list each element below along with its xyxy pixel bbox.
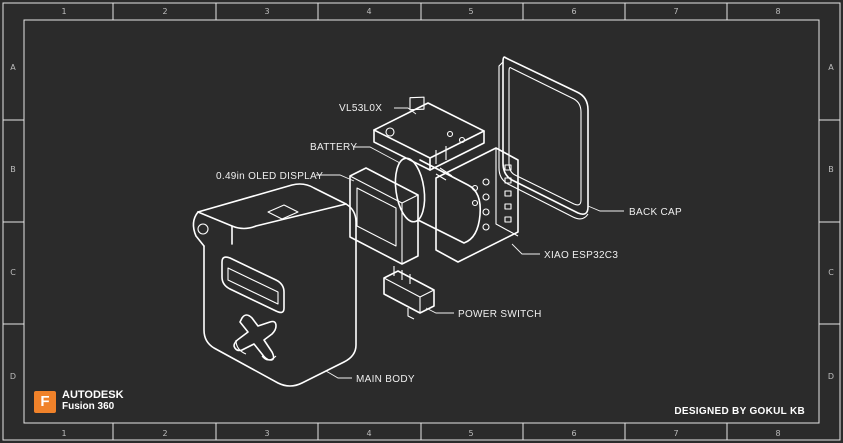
zone-row-b-right: B: [828, 165, 834, 174]
zone-row-a-left: A: [10, 63, 16, 72]
zone-col-8-top: 8: [775, 7, 780, 16]
zone-row-d-right: D: [828, 372, 834, 381]
zone-col-7-top: 7: [673, 7, 678, 16]
zone-col-4-top: 4: [366, 7, 371, 16]
zone-col-1-bottom: 1: [61, 429, 66, 438]
zone-col-2-top: 2: [162, 7, 167, 16]
leader-battery: [354, 146, 401, 164]
zone-col-3-bottom: 3: [264, 429, 269, 438]
label-xiao-esp32c3: XIAO ESP32C3: [544, 250, 618, 261]
zone-row-c-left: C: [10, 268, 16, 277]
label-oled-display: 0.49in OLED DISPLAY: [216, 171, 323, 182]
brand-product: Fusion 360: [62, 401, 115, 412]
oled-display-part: [349, 167, 419, 265]
label-back-cap: BACK CAP: [629, 207, 682, 218]
zone-ticks: [3, 3, 840, 440]
label-vl53l0x: VL53L0X: [339, 103, 382, 114]
zone-col-7-bottom: 7: [673, 429, 678, 438]
main-body-part: [192, 183, 357, 387]
leader-xiao: [511, 243, 540, 255]
zone-col-5-top: 5: [468, 7, 473, 16]
zone-col-1-top: 1: [61, 7, 66, 16]
designer-credit: DESIGNED BY GOKUL KB: [674, 406, 805, 417]
leader-main-body: [325, 370, 352, 379]
label-power-switch: POWER SWITCH: [458, 309, 542, 320]
label-main-body: MAIN BODY: [356, 374, 415, 385]
brand-name: AUTODESK: [62, 389, 124, 401]
zone-row-b-left: B: [10, 165, 16, 174]
zone-row-a-right: A: [828, 63, 834, 72]
label-battery: BATTERY: [310, 142, 357, 153]
leader-oled: [316, 174, 355, 182]
zone-col-3-top: 3: [264, 7, 269, 16]
autodesk-fusion-branding: F AUTODESK Fusion 360: [34, 390, 124, 413]
power-switch-part: [383, 266, 435, 320]
zone-col-6-bottom: 6: [571, 429, 576, 438]
brand-text: AUTODESK Fusion 360: [62, 390, 124, 413]
zone-row-c-right: C: [828, 268, 834, 277]
back-cap-part: [498, 56, 589, 220]
vl53l0x-part: [373, 96, 485, 171]
zone-col-2-bottom: 2: [162, 429, 167, 438]
leader-power-switch: [425, 307, 454, 314]
fusion-logo-icon: F: [34, 390, 56, 413]
zone-col-6-top: 6: [571, 7, 576, 16]
xiao-board-part: [435, 147, 519, 263]
leader-back-cap: [587, 205, 624, 212]
leader-vl53l0x: [394, 107, 417, 115]
zone-col-5-bottom: 5: [468, 429, 473, 438]
zone-col-8-bottom: 8: [775, 429, 780, 438]
zone-row-d-left: D: [10, 372, 16, 381]
zone-col-4-bottom: 4: [366, 429, 371, 438]
